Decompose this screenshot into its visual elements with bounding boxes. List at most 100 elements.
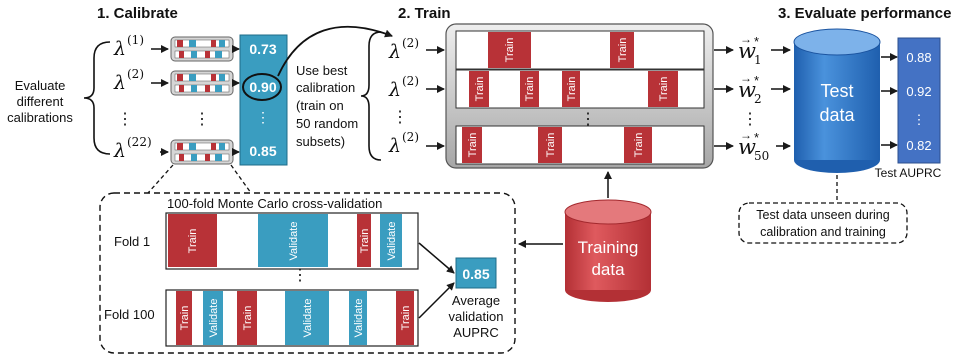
icon-validate: [191, 51, 197, 58]
train-block-label: Train: [524, 77, 536, 102]
cylinder-top: [793, 28, 881, 56]
note-line: 50 random: [296, 116, 358, 131]
calibrate-lambda-ellipsis: ⋮: [117, 111, 133, 128]
lambda-superscript: (2): [402, 36, 419, 50]
train-block: [488, 32, 531, 68]
icon-row: [174, 84, 230, 93]
train-block: [396, 291, 414, 345]
validate-block: [258, 214, 328, 267]
weight-symbol: w: [738, 135, 756, 159]
lambda-symbol: λ: [388, 135, 401, 157]
lambda-superscript: (2): [402, 74, 419, 88]
train-subset-bar: [455, 125, 705, 165]
test-note-line: calibration and training: [760, 225, 886, 239]
vector-arrow-icon: →: [740, 32, 752, 46]
calibration-score: 0.85: [249, 143, 276, 159]
train-subset-ellipsis: ⋮: [580, 111, 596, 128]
calibration-score-best: 0.90: [249, 79, 276, 95]
calibrate-title: 1. Calibrate: [97, 5, 178, 22]
arrow: [418, 282, 455, 319]
train-subset-1-blocks: Train Train: [488, 32, 634, 68]
icon-validate: [191, 154, 197, 161]
lambda-symbol: λ: [113, 38, 126, 60]
validate-block: [203, 291, 223, 345]
side-label-line: calibrations: [7, 110, 73, 125]
train-block-label: Train: [545, 133, 557, 158]
train-block-label: Train: [467, 133, 479, 158]
validate-block: [285, 291, 329, 345]
train-block-label: Train: [187, 229, 199, 254]
train-block-label: Train: [400, 306, 412, 331]
lambda-superscript: (2): [402, 130, 419, 144]
note-line: (train on: [296, 98, 344, 113]
average-score-label: Average validation AUPRC: [449, 293, 504, 340]
icon-row: [174, 39, 230, 48]
vector-arrow-icon: →: [740, 128, 752, 142]
weight-symbol: w: [738, 78, 756, 102]
cv-title: 100-fold Monte Carlo cross-validation: [167, 196, 382, 211]
train-block: [237, 291, 257, 345]
icon-validate: [191, 85, 197, 92]
mini-cv-icon: [170, 70, 234, 96]
icon-validate: [215, 51, 222, 58]
train-block: [538, 127, 562, 163]
train-block-label: Train: [658, 77, 670, 102]
train-lambda-2: λ (2): [388, 74, 419, 101]
weight-vector-1: w → * 1: [738, 32, 762, 67]
average-score: 0.85: [462, 266, 489, 282]
cv-detail-box: [99, 192, 516, 354]
weight-subscript: 2: [754, 92, 762, 106]
test-score-ellipsis: ⋮: [913, 112, 926, 127]
weight-star: *: [754, 73, 759, 88]
icon-validate: [219, 40, 225, 47]
train-lambda-ellipsis: ⋮: [392, 109, 408, 126]
icon-train: [205, 51, 210, 58]
train-block: [469, 71, 489, 107]
icon-train: [205, 154, 210, 161]
validate-block: [380, 214, 402, 267]
lambda-superscript: (1): [127, 33, 144, 47]
fold-100-blocks: Train Validate Train Validate Validate T…: [176, 291, 414, 345]
icon-train: [211, 143, 216, 150]
calibrate-brace: [83, 41, 111, 155]
mini-cv-icon: [170, 139, 234, 165]
weight-star: *: [754, 130, 759, 145]
train-block-label: Train: [633, 133, 645, 158]
mini-cv-icon: [170, 36, 234, 62]
icon-train: [211, 74, 216, 81]
icon-row: [174, 142, 230, 151]
training-data-label-line: Training: [578, 238, 639, 257]
icon-train: [177, 74, 183, 81]
train-brace: [360, 31, 382, 161]
average-label-line: AUPRC: [453, 325, 499, 340]
icon-validate: [189, 143, 196, 150]
train-block-label: Train: [359, 229, 371, 254]
train-block: [462, 127, 482, 163]
fold-1-label: Fold 1: [114, 234, 150, 249]
vector-arrow-icon: →: [740, 71, 752, 85]
note-line: Use best: [296, 63, 348, 78]
train-subset-2-blocks: Train Train Train Train: [469, 71, 678, 107]
test-score: 0.88: [906, 50, 931, 65]
fold-ellipsis: ⋮: [292, 267, 308, 284]
icon-validate: [219, 143, 225, 150]
icon-validate: [219, 74, 225, 81]
test-score: 0.92: [906, 84, 931, 99]
icon-row: [174, 50, 230, 59]
evaluate-calibrations-label: Evaluate different calibrations: [7, 78, 73, 125]
calibrate-lambda-1: λ (1): [113, 33, 144, 60]
cylinder-body-cover: [565, 212, 651, 290]
zoom-connector: [147, 164, 174, 194]
cylinder-top: [564, 199, 652, 225]
average-score-box: [455, 257, 497, 289]
average-label-line: validation: [449, 309, 504, 324]
zoom-connector: [230, 164, 252, 194]
validate-block: [349, 291, 367, 345]
weight-subscript: 50: [754, 149, 769, 163]
train-block: [176, 291, 192, 345]
icon-validate: [189, 40, 196, 47]
evaluate-title: 3. Evaluate performance: [778, 5, 951, 22]
lambda-symbol: λ: [113, 72, 126, 94]
train-block: [520, 71, 539, 107]
